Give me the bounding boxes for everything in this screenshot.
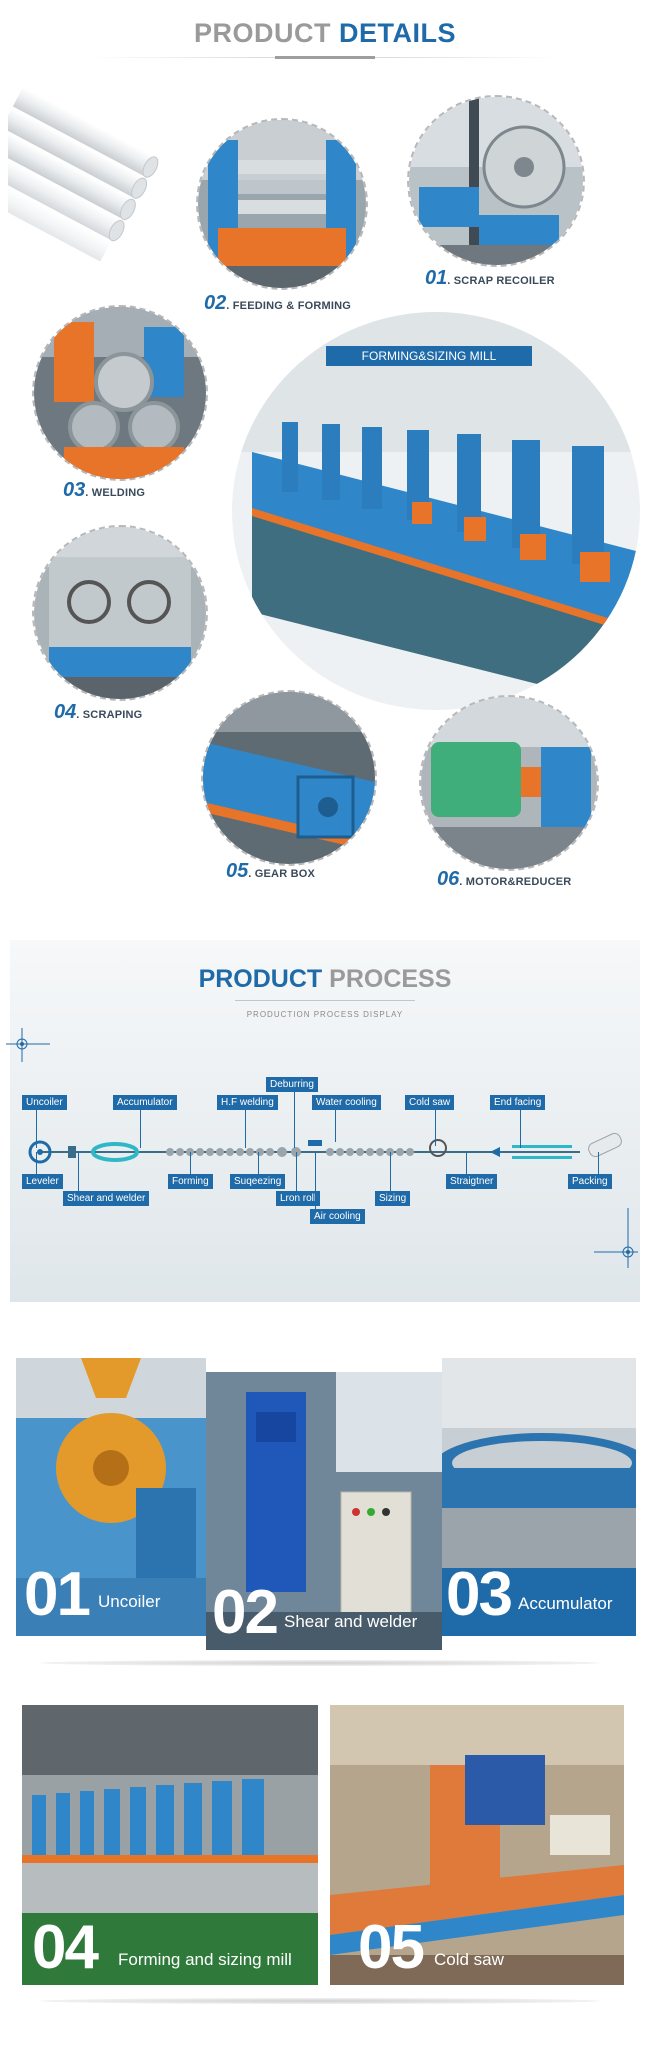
gallery-shear-welder: 02 Shear and welder	[206, 1372, 442, 1650]
welding-photo	[32, 305, 208, 481]
process-title-divider	[235, 1000, 415, 1001]
leader-line	[435, 1110, 436, 1146]
feeding-forming-photo	[196, 118, 368, 290]
gallery-label: Accumulator	[518, 1594, 613, 1613]
details-title: PRODUCT DETAILS	[193, 18, 456, 48]
leader-line	[258, 1152, 259, 1174]
leader-line	[390, 1152, 391, 1192]
leader-line	[36, 1152, 37, 1174]
process-label-sizing: Sizing	[375, 1191, 411, 1206]
process-subtitle: PRODUCTION PROCESS DISPLAY	[246, 1010, 404, 1019]
gallery-number: 05	[358, 1913, 425, 1982]
leader-line	[78, 1152, 79, 1192]
process-label-straigtner: Straigtner	[446, 1174, 498, 1189]
shadow	[40, 1998, 600, 2004]
gallery-uncoiler: 01 Uncoiler	[16, 1358, 206, 1636]
process-label-deburring: Deburring	[266, 1077, 318, 1092]
leader-line	[190, 1152, 191, 1174]
gallery-label: Uncoiler	[98, 1592, 161, 1611]
gallery-number: 03	[446, 1560, 513, 1629]
process-label-suqeezing: Suqeezing	[230, 1174, 286, 1189]
caption-motor-reducer: 06. MOTOR&REDUCER	[437, 868, 572, 890]
steel-pipes-image	[8, 88, 159, 262]
details-title-underline	[275, 56, 375, 59]
leader-line	[598, 1152, 599, 1174]
gallery-cold-saw: 05 Cold saw	[330, 1705, 624, 1985]
gallery-number: 04	[32, 1913, 99, 1982]
caption-feeding-forming: 02. FEEDING & FORMING	[204, 292, 352, 314]
gear-box-photo	[201, 690, 377, 866]
gallery-forming-sizing-mill: 04 Forming and sizing mill	[22, 1705, 318, 1985]
caption-scraping: 04. SCRAPING	[54, 701, 143, 723]
leader-line	[335, 1110, 336, 1142]
gallery-label: Forming and sizing mill	[118, 1950, 292, 1969]
process-line-diagram	[28, 1132, 622, 1164]
crosshair-icon	[594, 1208, 638, 1268]
leader-line	[245, 1110, 246, 1148]
leader-line	[36, 1110, 37, 1148]
process-label-leveler: Leveler	[22, 1174, 63, 1189]
motor-reducer-photo	[419, 695, 599, 871]
gallery-accumulator: 03 Accumulator	[442, 1358, 636, 1636]
leader-line	[140, 1110, 141, 1148]
scrap-recoiler-photo	[407, 95, 585, 267]
forming-sizing-mill-photo	[232, 312, 640, 710]
leader-line	[315, 1152, 316, 1210]
scraping-photo	[32, 525, 208, 701]
process-label-end-facing: End facing	[490, 1095, 546, 1110]
process-label-accumulator: Accumulator	[113, 1095, 177, 1110]
gallery-label: Cold saw	[434, 1950, 504, 1969]
process-label-air-cooling: Air cooling	[310, 1209, 365, 1224]
process-label-hf-welding: H.F welding	[217, 1095, 278, 1110]
crosshair-icon	[6, 1028, 50, 1062]
caption-gear-box: 05. GEAR BOX	[226, 860, 316, 882]
caption-welding: 03. WELDING	[63, 479, 146, 501]
process-title: PRODUCT PROCESS	[198, 965, 452, 993]
caption-scrap-recoiler: 01. SCRAP RECOILER	[425, 267, 555, 289]
leader-line	[520, 1110, 521, 1148]
gallery-label: Shear and welder	[284, 1612, 418, 1631]
gallery-number: 02	[212, 1578, 279, 1647]
process-label-shear-welder: Shear and welder	[63, 1191, 150, 1206]
shadow	[40, 1660, 600, 1666]
mill-label: FORMING&SIZING MILL	[326, 346, 532, 366]
process-label-lron-roll: Lron roll	[276, 1191, 321, 1206]
process-label-forming: Forming	[168, 1174, 213, 1189]
process-label-water-cooling: Water cooling	[312, 1095, 381, 1110]
gallery-number: 01	[24, 1560, 91, 1629]
leader-line	[466, 1152, 467, 1174]
process-label-packing: Packing	[568, 1174, 612, 1189]
process-label-uncoiler: Uncoiler	[22, 1095, 67, 1110]
leader-line	[294, 1092, 295, 1148]
leader-line	[296, 1152, 297, 1192]
process-label-cold-saw: Cold saw	[405, 1095, 455, 1110]
